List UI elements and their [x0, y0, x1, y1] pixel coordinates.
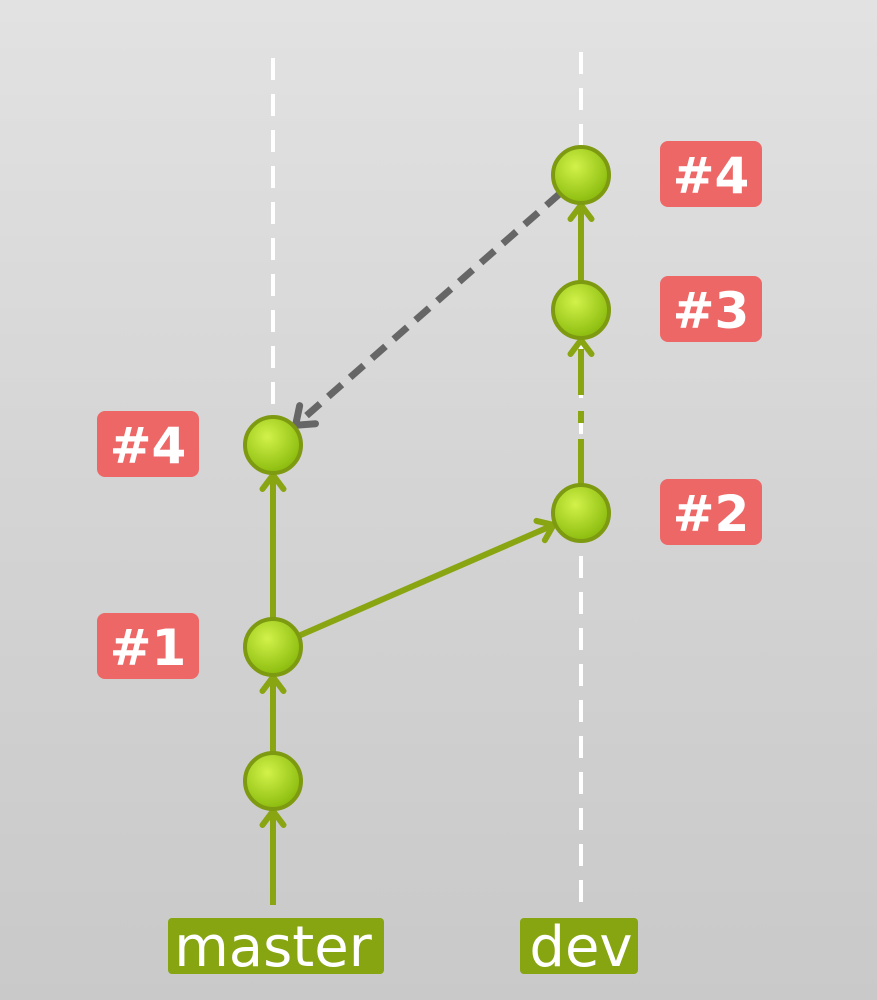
- branch-label-dev: dev: [520, 915, 638, 980]
- commit-label-master-1: #1: [110, 619, 187, 677]
- commits: [243, 145, 611, 811]
- edge-master-1-to-dev-2: [297, 522, 555, 639]
- commit-labels: #1 #4 #2 #3 #4: [97, 141, 762, 679]
- branch-label-master: master: [168, 915, 384, 980]
- commit-node-master-1: [243, 617, 303, 677]
- commit-node-dev-4: [551, 145, 611, 205]
- commit-badge-bg-master-4: [97, 411, 199, 477]
- commit-badge-dev-4: #4: [660, 141, 762, 207]
- branch-label-text-dev: dev: [529, 915, 632, 980]
- commit-badge-bg-dev-3: [660, 276, 762, 342]
- commit-node-dev-3: [551, 280, 611, 340]
- commit-badge-bg-dev-4: [660, 141, 762, 207]
- commit-label-master-4: #4: [110, 417, 187, 475]
- commit-badge-master-4: #4: [97, 411, 199, 477]
- commit-node-master-base: [243, 751, 303, 811]
- commit-node-dev-2: [551, 483, 611, 543]
- commit-badge-master-1: #1: [97, 613, 199, 679]
- branch-label-text-master: master: [174, 915, 372, 980]
- commit-badge-bg-dev-2: [660, 479, 762, 545]
- commit-label-dev-3: #3: [673, 282, 750, 340]
- branch-label-bg-master: [168, 918, 384, 974]
- branch-label-bg-dev: [520, 918, 638, 974]
- commit-badge-dev-3: #3: [660, 276, 762, 342]
- commit-badge-bg-master-1: [97, 613, 199, 679]
- edge-dev-4-to-master-4: [293, 190, 563, 428]
- commit-label-dev-4: #4: [673, 147, 750, 205]
- commit-node-master-4: [243, 415, 303, 475]
- edges: [259, 190, 595, 905]
- commit-label-dev-2: #2: [673, 485, 750, 543]
- commit-badge-dev-2: #2: [660, 479, 762, 545]
- branch-labels: master dev: [168, 915, 638, 980]
